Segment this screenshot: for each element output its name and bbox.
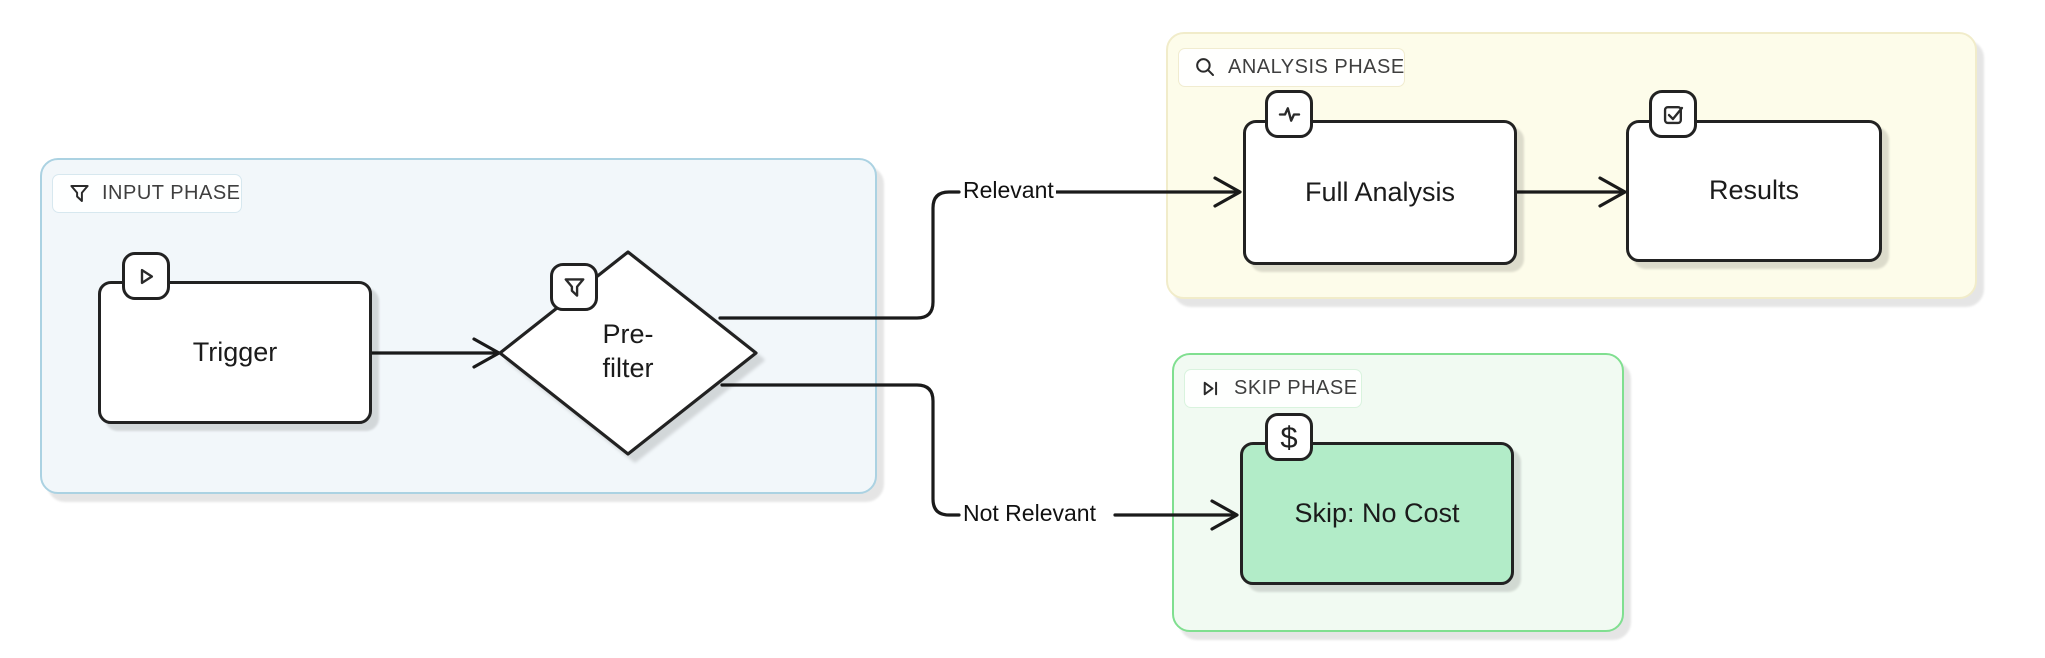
edge-prefilter-to-full-analysis	[718, 190, 961, 320]
skip-phase-badge: SKIP PHASE	[1184, 369, 1362, 408]
pre-filter-badge	[550, 263, 598, 311]
pulse-icon	[1278, 106, 1300, 122]
checkbox-icon	[1663, 105, 1683, 124]
search-icon	[1196, 58, 1214, 76]
arrowhead-full-analysis	[1213, 176, 1242, 208]
analysis-phase-label: ANALYSIS PHASE	[1228, 56, 1405, 78]
edge-prefilter-to-skip	[720, 383, 961, 517]
filter-icon	[564, 277, 584, 297]
trigger-badge	[122, 252, 170, 300]
skip-no-cost-badge: $	[1265, 413, 1313, 461]
filter-icon	[70, 185, 89, 202]
node-trigger: Trigger	[98, 281, 372, 424]
input-phase-label: INPUT PHASE	[102, 182, 241, 204]
play-icon	[140, 268, 153, 284]
node-full-analysis: Full Analysis	[1243, 120, 1517, 265]
node-results: Results	[1626, 120, 1882, 262]
edge-label-relevant: Relevant	[961, 177, 1056, 204]
full-analysis-label: Full Analysis	[1304, 176, 1456, 207]
trigger-label: Trigger	[192, 336, 278, 367]
results-badge	[1649, 90, 1697, 138]
dollar-icon: $	[1280, 419, 1298, 455]
analysis-phase-badge: ANALYSIS PHASE	[1178, 48, 1405, 87]
node-skip-no-cost: Skip: No Cost	[1240, 442, 1514, 585]
arrowhead-skip	[1210, 499, 1239, 531]
pre-filter-label: Pre-filter	[602, 319, 654, 383]
skip-phase-label: SKIP PHASE	[1234, 377, 1358, 399]
skip-no-cost-label: Skip: No Cost	[1294, 497, 1460, 528]
input-phase-badge: INPUT PHASE	[52, 174, 242, 213]
skip-forward-icon	[1203, 381, 1218, 396]
results-label: Results	[1708, 175, 1800, 206]
arrowhead-results	[1598, 176, 1627, 208]
edge-label-not-relevant: Not Relevant	[961, 500, 1098, 527]
full-analysis-badge	[1265, 90, 1313, 138]
